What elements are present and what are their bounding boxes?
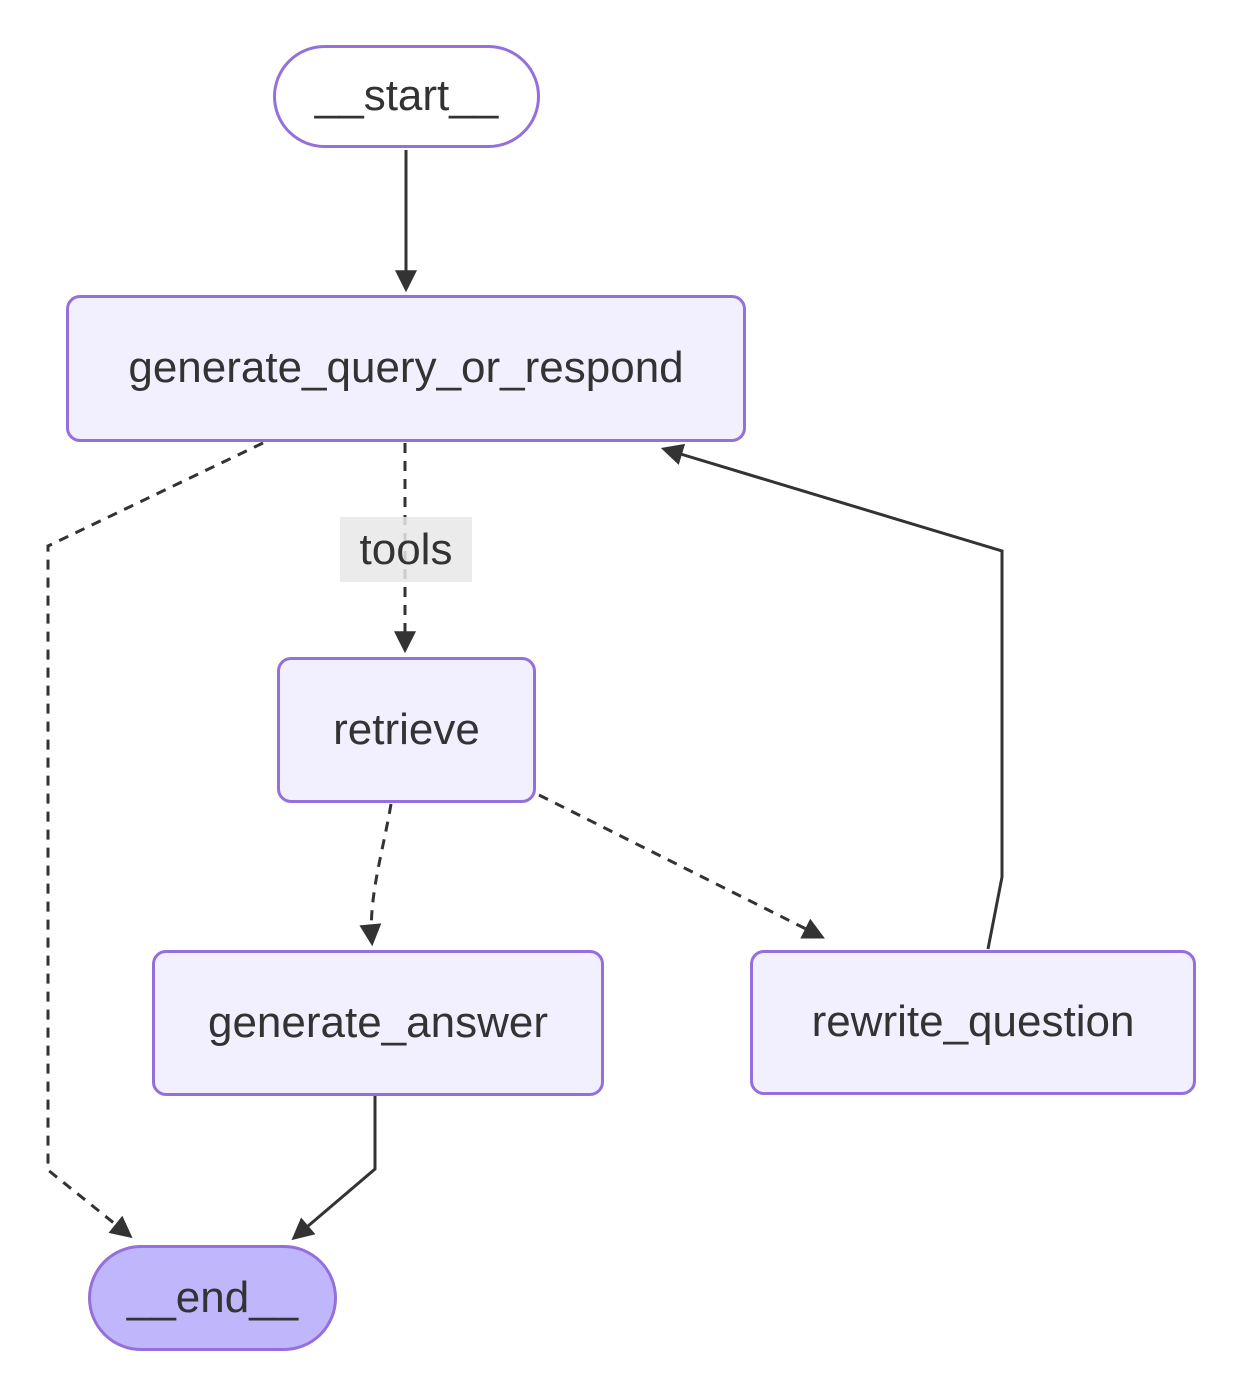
node-end: __end__ — [88, 1245, 337, 1351]
node-rewrite-question-label: rewrite_question — [811, 997, 1135, 1047]
node-generate-query-or-respond-label: generate_query_or_respond — [128, 343, 684, 393]
node-generate-answer: generate_answer — [152, 950, 604, 1096]
node-end-label: __end__ — [126, 1272, 299, 1322]
node-generate-answer-label: generate_answer — [207, 997, 548, 1047]
node-retrieve-label: retrieve — [333, 704, 480, 754]
node-retrieve: retrieve — [277, 657, 536, 803]
edge-retrieve-to-generate-answer — [359, 803, 393, 947]
node-rewrite-question: rewrite_question — [750, 950, 1196, 1095]
node-generate-query-or-respond: generate_query_or_respond — [66, 295, 746, 442]
edge-retrieve-to-rewrite-question — [538, 793, 825, 939]
edge-generate-query-or-respond-to-end — [46, 441, 264, 1239]
edge-label-tools-text: tools — [359, 524, 453, 574]
edge-rewrite-question-to-generate-query-or-respond — [660, 443, 1004, 950]
node-start: __start__ — [273, 45, 540, 148]
node-start-label: __start__ — [314, 71, 499, 121]
edge-generate-answer-to-end — [291, 1096, 377, 1241]
edge-label-tools: tools — [340, 517, 472, 582]
